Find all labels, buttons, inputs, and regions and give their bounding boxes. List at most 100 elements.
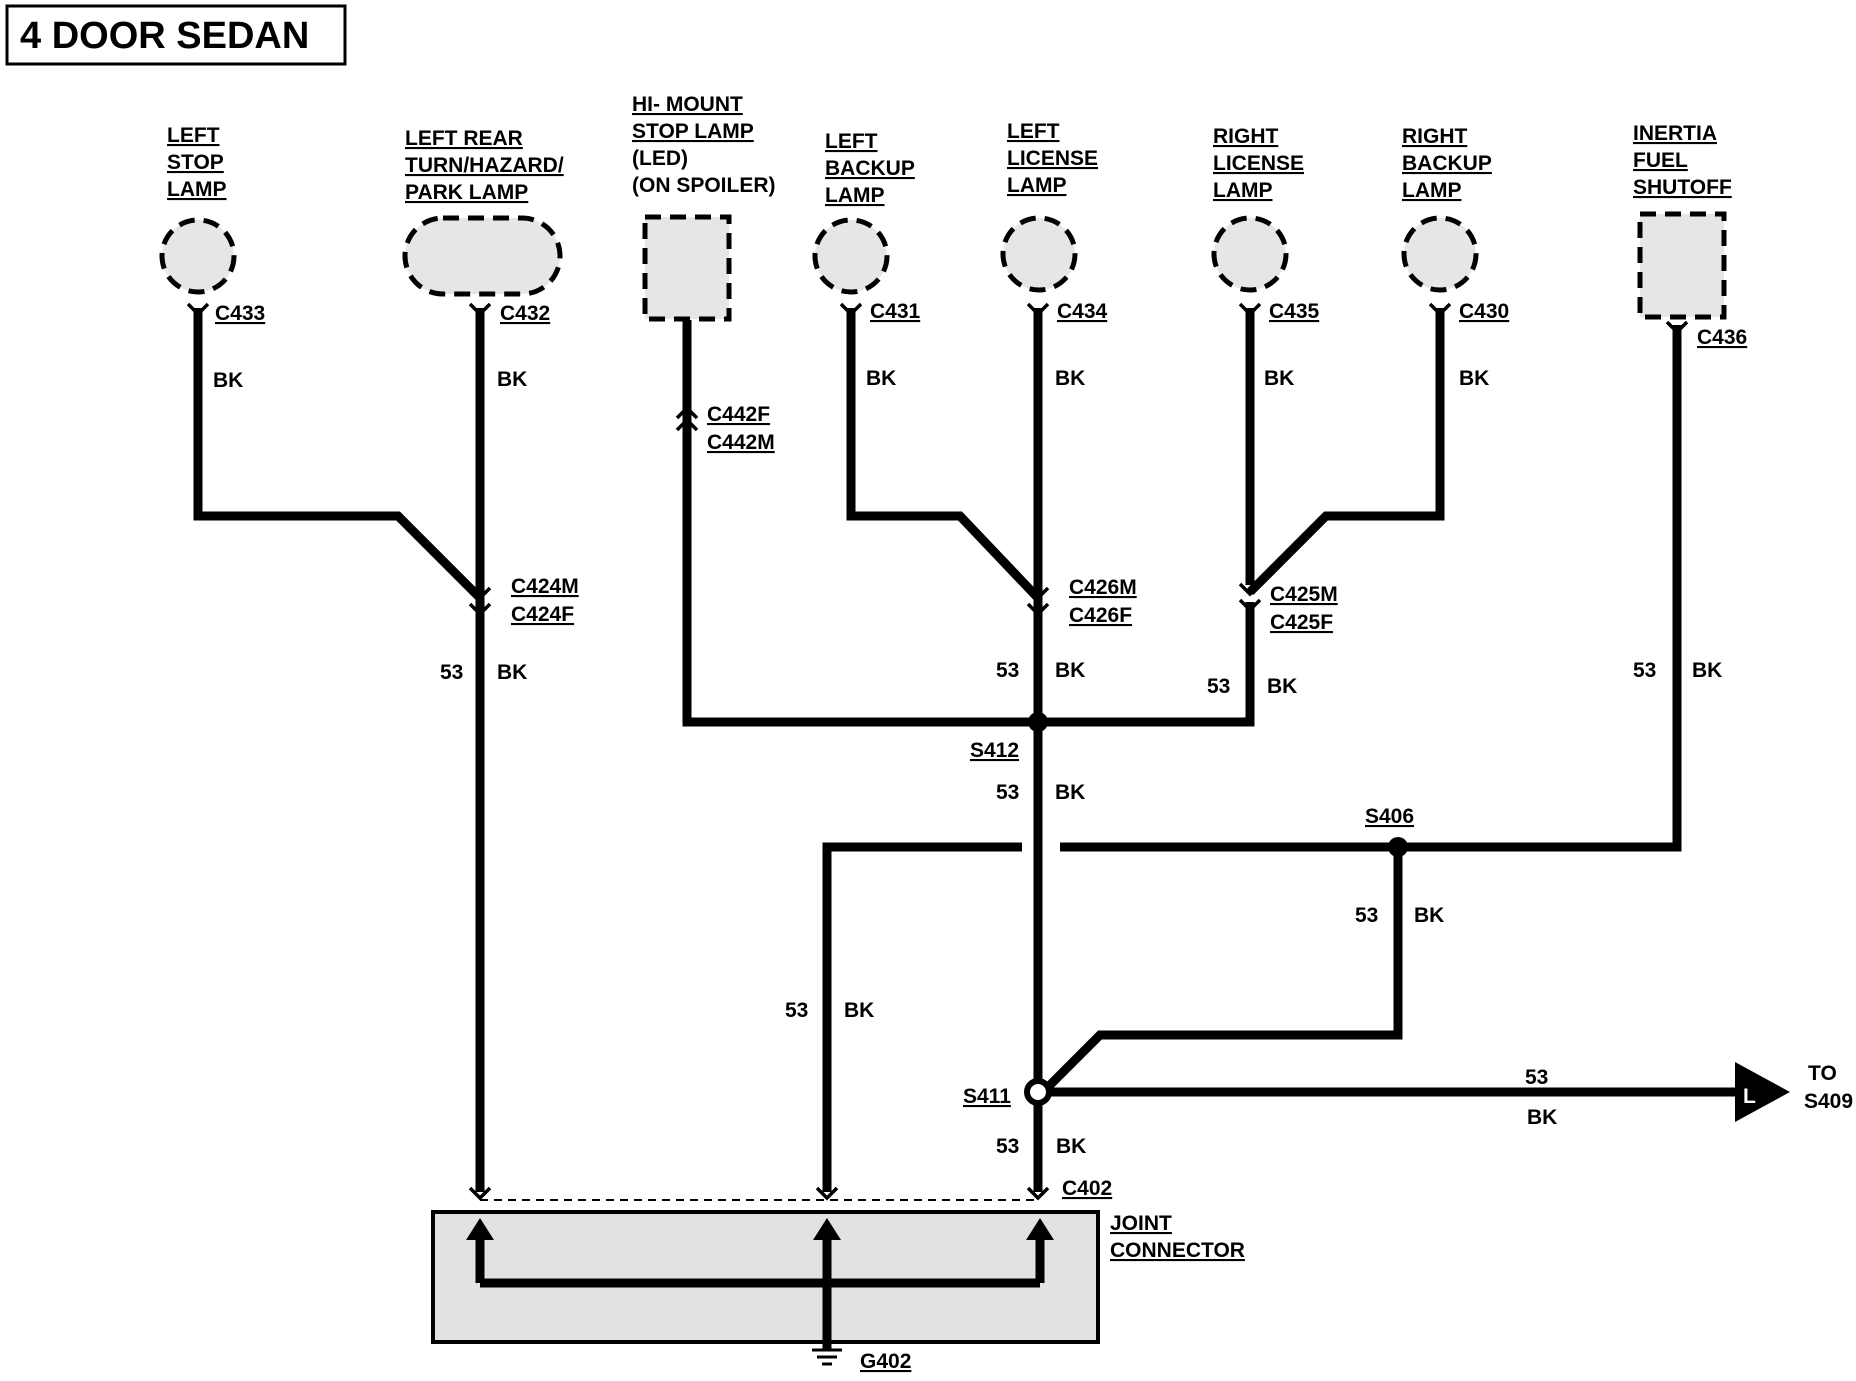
connector-c426: C426M C426F — [1069, 576, 1137, 627]
left-stop-lamp-label: LEFT STOP LAMP — [167, 124, 227, 201]
svg-text:LEFT REAR: LEFT REAR — [405, 127, 523, 150]
left-stop-lamp-icon — [159, 217, 237, 295]
svg-text:BK: BK — [1527, 1106, 1557, 1129]
connector-c425: C425M C425F — [1270, 583, 1338, 634]
svg-text:C426M: C426M — [1069, 576, 1137, 599]
destination-arrow: L — [1735, 1062, 1790, 1122]
right-backup-lamp-label: RIGHT BACKUP LAMP — [1402, 125, 1492, 202]
connector-c442: C442F C442M — [707, 403, 775, 454]
svg-text:BK: BK — [497, 368, 527, 391]
svg-text:53: 53 — [996, 1135, 1019, 1158]
connector-c432: C432 — [500, 302, 550, 325]
left-rear-lamp-label: LEFT REAR TURN/HAZARD/ PARK LAMP — [405, 127, 564, 204]
svg-text:INERTIA: INERTIA — [1633, 122, 1717, 145]
svg-text:HI- MOUNT: HI- MOUNT — [632, 93, 743, 116]
connector-c434: C434 — [1057, 300, 1108, 323]
svg-text:STOP LAMP: STOP LAMP — [632, 120, 754, 143]
wires — [193, 308, 1740, 1192]
connector-marks — [186, 302, 1689, 1201]
svg-text:BK: BK — [844, 999, 874, 1022]
svg-text:RIGHT: RIGHT — [1213, 125, 1279, 148]
svg-text:BK: BK — [1056, 1135, 1086, 1158]
svg-text:C442F: C442F — [707, 403, 770, 426]
svg-text:BACKUP: BACKUP — [825, 157, 915, 180]
svg-text:JOINT: JOINT — [1110, 1212, 1172, 1235]
svg-text:LEFT: LEFT — [167, 124, 220, 147]
svg-text:C425M: C425M — [1270, 583, 1338, 606]
svg-text:(ON SPOILER): (ON SPOILER) — [632, 174, 776, 197]
svg-text:C424F: C424F — [511, 603, 574, 626]
svg-text:C424M: C424M — [511, 575, 579, 598]
svg-text:TO: TO — [1808, 1062, 1837, 1085]
connector-c435: C435 — [1269, 300, 1320, 323]
hi-mount-lamp-icon — [642, 214, 732, 322]
svg-text:LAMP: LAMP — [1402, 179, 1462, 202]
svg-text:53: 53 — [1525, 1066, 1548, 1089]
svg-text:53: 53 — [996, 781, 1019, 804]
svg-text:53: 53 — [996, 659, 1019, 682]
right-license-lamp-icon — [1211, 215, 1289, 293]
svg-text:CONNECTOR: CONNECTOR — [1110, 1239, 1245, 1262]
svg-text:LEFT: LEFT — [1007, 120, 1060, 143]
diagram-title: 4 DOOR SEDAN — [20, 15, 309, 57]
svg-text:BK: BK — [1055, 367, 1085, 390]
svg-text:LAMP: LAMP — [1007, 174, 1067, 197]
svg-text:RIGHT: RIGHT — [1402, 125, 1468, 148]
joint-connector-box — [431, 1210, 1100, 1350]
left-backup-lamp-label: LEFT BACKUP LAMP — [825, 130, 915, 207]
splice-s412 — [1028, 712, 1048, 732]
svg-text:LAMP: LAMP — [1213, 179, 1273, 202]
svg-text:LEFT: LEFT — [825, 130, 878, 153]
svg-text:BK: BK — [1264, 367, 1294, 390]
joint-connector-label: JOINT CONNECTOR — [1110, 1212, 1245, 1262]
svg-text:C442M: C442M — [707, 431, 775, 454]
svg-text:LICENSE: LICENSE — [1007, 147, 1098, 170]
svg-text:SHUTOFF: SHUTOFF — [1633, 176, 1732, 199]
ground-g402-label: G402 — [860, 1350, 911, 1373]
svg-text:TURN/HAZARD/: TURN/HAZARD/ — [405, 154, 564, 177]
svg-text:LAMP: LAMP — [825, 184, 885, 207]
splice-s406-label: S406 — [1365, 805, 1414, 828]
svg-text:BK: BK — [497, 661, 527, 684]
svg-text:BK: BK — [1055, 781, 1085, 804]
wire-color-labels: BK BK BK BK BK BK BK BK BK BK BK BK BK B… — [213, 367, 1722, 1158]
inertia-fuel-shutoff-icon — [1637, 211, 1727, 320]
connector-c431: C431 — [870, 300, 921, 323]
svg-text:BK: BK — [866, 367, 896, 390]
svg-text:LICENSE: LICENSE — [1213, 152, 1304, 175]
right-license-lamp-label: RIGHT LICENSE LAMP — [1213, 125, 1304, 202]
svg-text:53: 53 — [1633, 659, 1656, 682]
inertia-fuel-shutoff-label: INERTIA FUEL SHUTOFF — [1633, 122, 1732, 199]
svg-text:BK: BK — [1055, 659, 1085, 682]
svg-text:S409: S409 — [1804, 1090, 1853, 1113]
title-box: 4 DOOR SEDAN — [5, 4, 347, 66]
svg-text:BK: BK — [1459, 367, 1489, 390]
left-backup-lamp-icon — [812, 217, 890, 295]
destination-label: TO S409 — [1804, 1062, 1853, 1113]
connector-c402: C402 — [1062, 1177, 1112, 1200]
svg-text:BK: BK — [1692, 659, 1722, 682]
circuit-number-labels: 53 53 53 53 53 53 53 53 53 — [440, 659, 1656, 1158]
connector-c430: C430 — [1459, 300, 1509, 323]
svg-text:FUEL: FUEL — [1633, 149, 1688, 172]
svg-text:STOP: STOP — [167, 151, 224, 174]
svg-text:PARK LAMP: PARK LAMP — [405, 181, 528, 204]
left-license-lamp-label: LEFT LICENSE LAMP — [1007, 120, 1098, 197]
splice-s412-label: S412 — [970, 739, 1019, 762]
svg-text:53: 53 — [1207, 675, 1230, 698]
svg-text:53: 53 — [785, 999, 808, 1022]
svg-text:(LED): (LED) — [632, 147, 688, 170]
splice-s411-label: S411 — [963, 1085, 1011, 1108]
svg-text:BK: BK — [1267, 675, 1297, 698]
splice-s411 — [1024, 1078, 1052, 1106]
svg-text:C425F: C425F — [1270, 611, 1333, 634]
connector-c424: C424M C424F — [511, 575, 579, 626]
hi-mount-lamp-label: HI- MOUNT STOP LAMP (LED) (ON SPOILER) — [632, 93, 776, 197]
right-backup-lamp-icon — [1401, 215, 1479, 293]
svg-text:BK: BK — [1414, 904, 1444, 927]
svg-text:53: 53 — [1355, 904, 1378, 927]
connector-c433: C433 — [215, 302, 265, 325]
splice-s406 — [1388, 837, 1408, 857]
